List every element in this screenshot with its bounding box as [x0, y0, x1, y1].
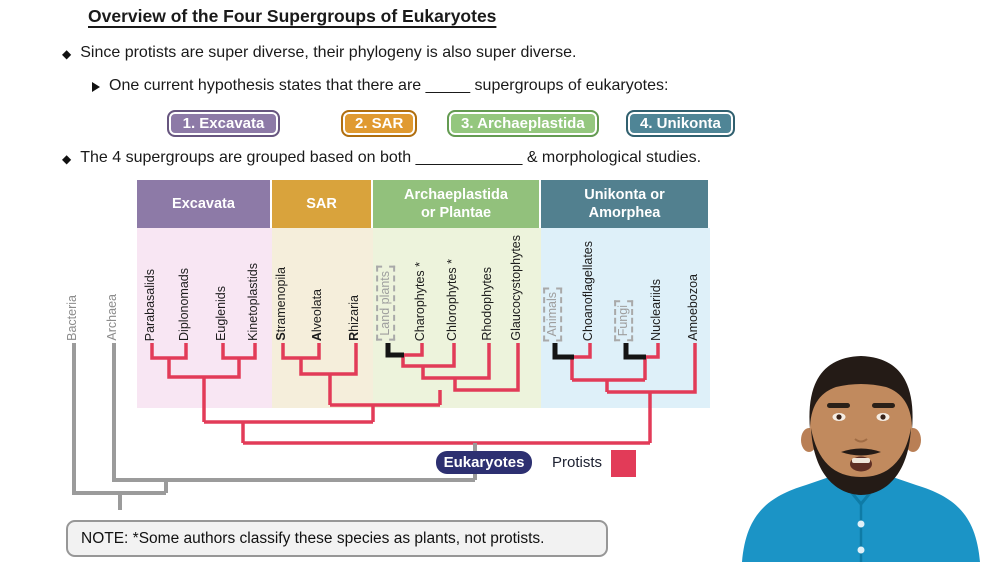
bullet-1-text: Since protists are super diverse, their … — [80, 44, 577, 61]
outgroup-label: Archaea — [105, 294, 119, 341]
taxon-label: Glaucocystophytes — [509, 235, 523, 341]
diamond-bullet-icon: ◆ — [62, 47, 72, 61]
taxon-label: Animals — [543, 286, 563, 341]
head — [810, 366, 912, 482]
taxon-label: Chlorophytes * — [445, 259, 459, 341]
ear-right — [905, 428, 921, 452]
taxon-label: Rhodophytes — [480, 267, 494, 341]
diamond-bullet-icon: ◆ — [62, 152, 72, 166]
taxon-label: Diplonomads — [177, 268, 191, 341]
bullet-2: ◆ The 4 supergroups are grouped based on… — [62, 149, 701, 167]
bullet-1: ◆ Since protists are super diverse, thei… — [62, 44, 576, 62]
shirt-collar — [832, 470, 890, 507]
supergroup-badge: 2. SAR — [341, 110, 418, 137]
mouth — [850, 456, 872, 472]
supergroup-badge: 1. Excavata — [167, 110, 280, 137]
supergroup-badge: 4. Unikonta — [626, 110, 735, 137]
taxon-label: Alveolata — [310, 288, 324, 341]
hair — [809, 356, 913, 430]
taxon-label: Euglenids — [214, 286, 228, 341]
neck — [838, 452, 884, 497]
sub-bullet: One current hypothesis states that there… — [92, 77, 668, 95]
ear-left — [801, 428, 817, 452]
eukaryotes-badge: Eukaryotes — [436, 451, 532, 474]
eyebrow-right — [872, 403, 895, 408]
sub-bullet-text: One current hypothesis states that there… — [109, 77, 669, 94]
taxon-label: Amoebozoa — [686, 274, 700, 341]
supergroup-header: Archaeplastida or Plantae — [373, 180, 541, 228]
pupil-left — [836, 414, 842, 420]
taxon-label: Rhizaria — [347, 295, 361, 341]
presenter — [742, 356, 980, 562]
outgroup-label: Bacteria — [65, 295, 79, 341]
eyebrow-left — [827, 403, 850, 408]
taxon-label: Parabasalids — [143, 268, 157, 341]
taxon-label: Nucleariids — [649, 279, 663, 341]
taxon-label: Charophytes * — [413, 261, 427, 341]
note-text: NOTE: *Some authors classify these speci… — [81, 529, 545, 547]
protists-legend-label: Protists — [552, 454, 603, 471]
taxon-label: Choanoflagellates — [581, 240, 595, 341]
shirt — [742, 474, 980, 562]
supergroup-header: Excavata — [137, 180, 272, 228]
beard — [811, 428, 911, 495]
shirt-button — [857, 546, 865, 554]
eye-left — [832, 413, 846, 421]
teeth — [852, 458, 870, 463]
taxon-label: Land plants — [376, 266, 396, 341]
supergroup-header: Unikonta or Amorphea — [541, 180, 710, 228]
pupil-right — [880, 414, 886, 420]
protists-legend-swatch — [611, 450, 636, 477]
nose — [854, 438, 868, 443]
taxon-label: Kinetoplastids — [246, 263, 260, 341]
triangle-bullet-icon — [92, 82, 100, 92]
taxon-label: Stramenopila — [274, 267, 288, 341]
shirt-button — [857, 520, 865, 528]
supergroup-badge: 3. Archaeplastida — [447, 110, 599, 137]
eye-right — [876, 413, 890, 421]
bullet-2-text: The 4 supergroups are grouped based on b… — [80, 149, 702, 166]
slide-title: Overview of the Four Supergroups of Euka… — [88, 6, 497, 26]
supergroup-header: SAR — [272, 180, 373, 228]
note-box: NOTE: *Some authors classify these speci… — [66, 520, 608, 557]
taxon-label: Fungi — [614, 299, 634, 341]
mustache — [841, 448, 881, 456]
